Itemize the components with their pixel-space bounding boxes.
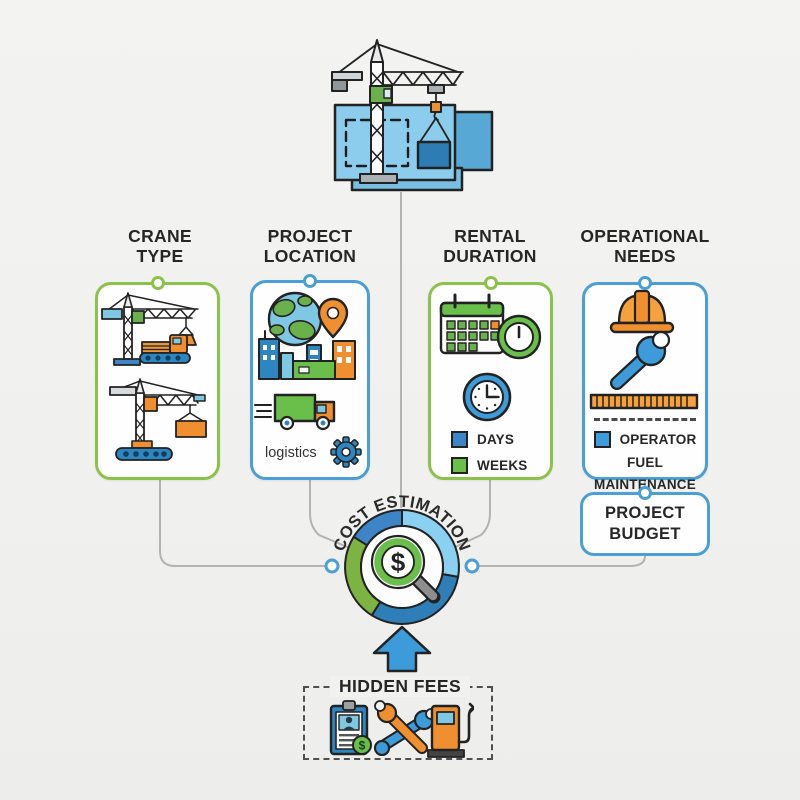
days-swatch: [451, 431, 468, 448]
weeks-swatch: [451, 457, 468, 474]
stopwatch-icon: [496, 314, 542, 360]
cost-ring-chart: [344, 509, 460, 625]
operator-swatch: [593, 431, 611, 448]
needs-divider: [594, 418, 696, 421]
hidden-fees-title: HIDDEN FEES: [0, 676, 800, 697]
globe-icon: [267, 291, 323, 347]
legend-weeks: WEEKS: [451, 457, 528, 474]
crawler-crane-icon: [109, 378, 207, 461]
ring-segment-light-blue: [401, 509, 460, 578]
card-notch: [638, 276, 652, 290]
crane-cab: [369, 85, 393, 104]
blueprint-front-sheet: [333, 103, 457, 182]
connector-node-right: [464, 558, 480, 574]
gear-icon: [330, 436, 362, 468]
clock-icon: [462, 372, 512, 422]
hoisted-load: [416, 140, 452, 170]
calendar-icon: [439, 293, 505, 355]
dollar-symbol: $: [391, 547, 406, 577]
measuring-strip-icon: [589, 393, 699, 410]
duration-legend: DAYS WEEKS: [451, 431, 528, 483]
tower-crane-icon: [101, 292, 199, 366]
project-budget-box: PROJECT BUDGET: [580, 486, 710, 556]
rental-duration-icons: [439, 293, 542, 422]
city-skyline-icon: [258, 330, 356, 380]
card-notch: [483, 276, 498, 290]
logistics-caption: logistics: [265, 445, 317, 461]
card-rental-duration: DAYS WEEKS: [428, 276, 553, 483]
ring-segment-green: [344, 535, 382, 617]
operational-needs-icons: [589, 289, 699, 410]
legend-days: DAYS: [451, 431, 528, 448]
connector-rental-duration: [439, 478, 491, 555]
hard-hat-icon: [609, 289, 675, 334]
blueprint-dashed-plan: [344, 118, 410, 168]
tower-crane-blueprint-illustration: [331, 39, 494, 192]
cost-estimation-label: COST ESTIMATION: [330, 493, 473, 554]
connector-project-location: [309, 478, 365, 555]
operator-certificate-icon: $: [329, 700, 372, 756]
legend-operator: OPERATOR: [585, 431, 705, 448]
header-crane-type: CRANE TYPE: [128, 226, 192, 266]
fee-badge-symbol: $: [359, 739, 366, 753]
blueprint-back-sheet: [356, 110, 494, 172]
header-project-location: PROJECT LOCATION: [263, 226, 357, 266]
project-location-icons: [254, 291, 362, 468]
connector-budget: [478, 555, 646, 567]
fuel-pump-icon: [427, 702, 474, 758]
header-operational-needs: OPERATIONAL NEEDS: [580, 226, 710, 266]
magnifier-dollar-icon: $: [370, 534, 441, 604]
ring-segment-blue: [352, 509, 403, 547]
legend-fuel: FUEL: [626, 455, 664, 470]
connector-crane-type: [159, 478, 326, 567]
orange-wrench: [374, 700, 428, 754]
budget-notch: [638, 486, 652, 500]
card-notch: [150, 276, 165, 290]
delivery-truck-icon: [254, 393, 336, 431]
map-pin-icon: [317, 297, 349, 339]
blueprint-bottom-sheet: [350, 166, 464, 192]
card-project-location: logistics: [250, 274, 370, 480]
ring-segment-dark-blue: [370, 573, 460, 625]
card-operational-needs: OPERATOR FUEL MAINTENANCE: [582, 276, 708, 492]
crane-type-icons: [101, 292, 207, 461]
connector-node-left: [324, 558, 340, 574]
truck-icon: [139, 334, 191, 364]
up-arrow-icon: [372, 625, 432, 673]
header-rental-duration: RENTAL DURATION: [443, 226, 537, 266]
card-notch: [303, 274, 317, 288]
wrench-icon: [610, 330, 671, 390]
card-crane-type: [95, 276, 220, 480]
hook-block: [430, 101, 442, 113]
